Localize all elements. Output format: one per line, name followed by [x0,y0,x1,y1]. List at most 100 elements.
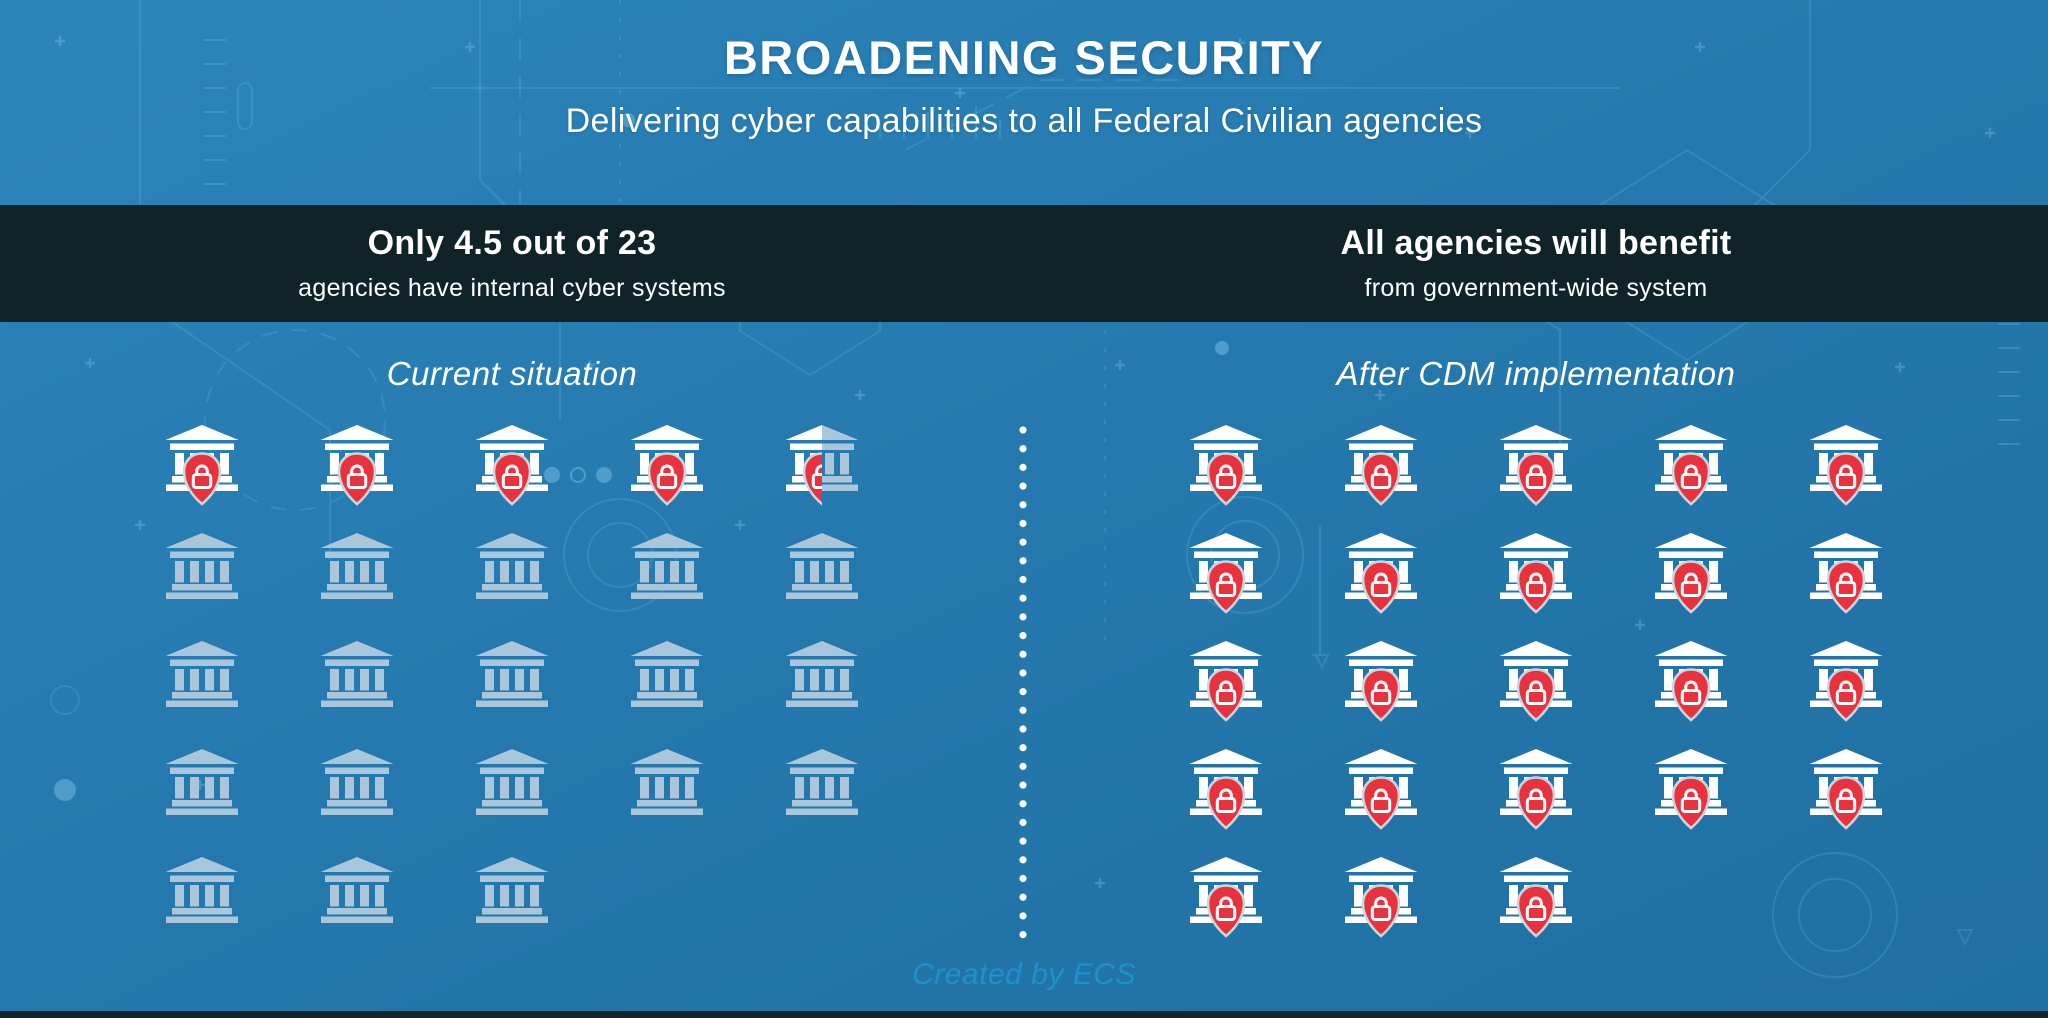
shield-lock-icon [802,452,822,506]
agency-unprotected [165,533,239,599]
shield-lock-icon [1671,560,1711,614]
shield-lock-icon [1516,668,1556,722]
agency-unprotected [475,749,549,815]
shield-lock-icon [1826,776,1866,830]
shield-lock-icon [1361,452,1401,506]
agency-half [785,425,859,506]
agency-row [1189,533,1883,614]
agency-protected [165,425,239,506]
credit-text: Created by ECS [912,958,1136,991]
agency-protected [1809,641,1883,722]
agency-unprotected [165,749,239,815]
agency-protected [1654,749,1728,830]
shield-lock-icon [492,452,532,506]
stat-current-situation: Only 4.5 out of 23 agencies have interna… [0,205,1024,322]
building-icon [165,641,239,707]
shield-lock-icon [1361,776,1401,830]
shield-lock-icon [1206,884,1246,938]
shield-lock-icon [1206,560,1246,614]
building-icon [785,641,859,707]
agency-unprotected [785,641,859,707]
right-panel-heading: After CDM implementation [1336,355,1736,392]
shield-lock-icon [1516,560,1556,614]
current-agencies-grid [165,425,859,970]
building-icon [165,749,239,815]
shield-lock-icon [1206,776,1246,830]
stat-after-cdm: All agencies will benefit from governmen… [1024,205,2048,322]
building-icon [475,533,549,599]
shield-lock-icon [1671,668,1711,722]
agency-protected [1344,641,1418,722]
agency-unprotected [630,641,704,707]
agency-half-protected-side [785,425,822,519]
shield-lock-icon [1516,452,1556,506]
agency-protected [1654,533,1728,614]
agency-half-unprotected-side [822,425,859,519]
agency-protected [1809,425,1883,506]
agency-protected [1654,425,1728,506]
agency-unprotected [785,749,859,815]
dotted-divider [1019,425,1027,949]
building-icon [475,641,549,707]
stat-after-subline: from government-wide system [1364,274,1708,302]
agency-unprotected [475,641,549,707]
agency-row [1189,749,1883,830]
agency-protected [1344,425,1418,506]
agency-protected [1499,641,1573,722]
agency-protected [1499,533,1573,614]
agency-protected [1654,641,1728,722]
building-icon [785,749,859,815]
stat-after-headline: All agencies will benefit [1340,224,1732,262]
agency-protected [1344,857,1418,938]
agency-row [165,857,549,923]
building-icon [320,749,394,815]
shield-lock-icon [1826,668,1866,722]
building-icon [475,749,549,815]
page-subtitle: Delivering cyber capabilities to all Fed… [565,102,1483,140]
agency-unprotected [320,857,394,923]
agency-unprotected [785,533,859,599]
shield-lock-icon [1671,776,1711,830]
agency-row [165,425,859,506]
agency-protected [320,425,394,506]
agency-unprotected [165,857,239,923]
bottom-strip [0,1011,2048,1018]
building-icon [630,641,704,707]
building-icon [165,533,239,599]
shield-lock-icon [182,452,222,506]
agency-protected [475,425,549,506]
agency-unprotected [475,857,549,923]
agency-protected [1189,533,1263,614]
building-icon [822,425,859,491]
header: BROADENING SECURITY Delivering cyber cap… [0,0,2048,141]
left-panel-heading: Current situation [386,355,638,392]
shield-lock-icon [337,452,377,506]
agency-protected [1344,749,1418,830]
agency-row [165,749,859,815]
shield-lock-icon [1206,668,1246,722]
agency-unprotected [475,533,549,599]
agency-row [1189,425,1883,506]
stat-current-subline: agencies have internal cyber systems [298,274,726,302]
shield-lock-icon [1826,560,1866,614]
building-icon [630,533,704,599]
agency-protected [1189,857,1263,938]
agency-unprotected [165,641,239,707]
agency-row [165,641,859,707]
shield-lock-icon [1671,452,1711,506]
building-icon [475,857,549,923]
agency-unprotected [320,749,394,815]
shield-lock-icon [1361,668,1401,722]
shield-lock-icon [1516,776,1556,830]
agency-protected [1499,857,1573,938]
shield-lock-icon [1361,884,1401,938]
agency-protected [1499,425,1573,506]
shield-lock-icon [1516,884,1556,938]
agency-unprotected [320,533,394,599]
building-icon [165,857,239,923]
agency-row [1189,641,1883,722]
building-icon [320,533,394,599]
agency-row [1189,857,1573,938]
stats-band: Only 4.5 out of 23 agencies have interna… [0,205,2048,322]
building-icon [785,533,859,599]
